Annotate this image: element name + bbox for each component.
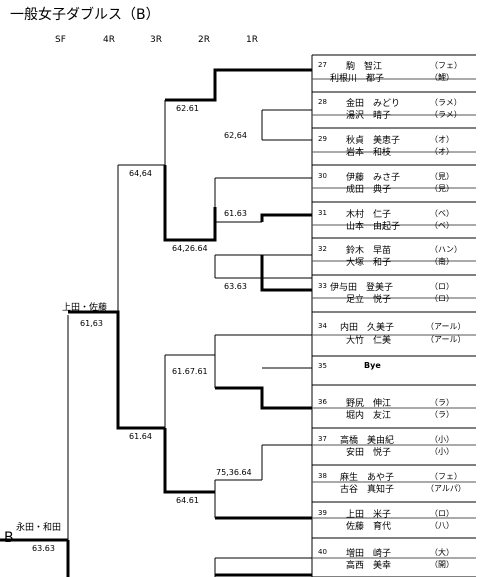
player-name: 山本 由起子 xyxy=(346,222,401,232)
match-score: 61.67.61 xyxy=(172,367,208,376)
entry-number: 37 xyxy=(318,435,327,443)
player-name: 金田 みどり xyxy=(346,99,401,109)
player-name: 上田 米子 xyxy=(346,510,392,520)
entry-number: 32 xyxy=(318,245,327,253)
player-name: 佐藤 育代 xyxy=(346,522,392,532)
player-name: 利根川 都子 xyxy=(330,74,385,84)
player-name: 大塚 和子 xyxy=(346,258,392,268)
club-label: （ロ） xyxy=(430,282,454,291)
player-name: 大竹 仁美 xyxy=(346,336,392,346)
round-header-4r: 4R xyxy=(103,35,115,45)
club-label: （小） xyxy=(430,447,454,456)
club-label: （ロ） xyxy=(430,294,454,303)
club-label: （八） xyxy=(430,521,454,530)
player-name: 増田 崎子 xyxy=(346,549,392,559)
club-label: （ラ） xyxy=(430,398,454,407)
player-name: 内田 久美子 xyxy=(340,323,395,333)
player-name: 麻生 あや子 xyxy=(340,473,395,483)
player-name: 高橋 美由紀 xyxy=(340,436,395,446)
club-label: （ベ） xyxy=(430,209,454,218)
club-label: （見） xyxy=(430,172,454,181)
entry-number: 35 xyxy=(318,362,327,370)
club-label: （大） xyxy=(430,548,454,557)
round-header-1r: 1R xyxy=(246,35,258,45)
match-score: 64,64 xyxy=(129,169,152,178)
round-header-3r: 3R xyxy=(150,35,162,45)
club-label: （見） xyxy=(430,184,454,193)
club-label: （フェ） xyxy=(430,472,462,481)
player-name: 古谷 真知子 xyxy=(340,485,395,495)
player-name: 足立 悦子 xyxy=(346,295,392,305)
entry-number: 28 xyxy=(318,98,327,106)
entry-number: 33 xyxy=(318,282,327,290)
club-label: （小） xyxy=(430,435,454,444)
entry-number: 30 xyxy=(318,172,327,180)
semifinal-winner: 上田・佐藤 xyxy=(62,303,108,313)
player-name: 鈴木 早苗 xyxy=(346,246,392,256)
entry-number: 40 xyxy=(318,548,327,556)
club-label: （開） xyxy=(430,560,454,569)
player-name: 木村 仁子 xyxy=(346,210,392,220)
entry-number: 38 xyxy=(318,472,327,480)
entry-number: 31 xyxy=(318,209,327,217)
block-mark: B xyxy=(4,530,14,546)
club-label: （アール） xyxy=(426,335,466,344)
match-score: 75,36.64 xyxy=(216,468,252,477)
entry-number: 39 xyxy=(318,509,327,517)
club-label: （オ） xyxy=(430,147,454,156)
player-name: 成田 典子 xyxy=(346,185,392,195)
match-score: 61.64 xyxy=(129,432,152,441)
club-label: （ラ） xyxy=(430,410,454,419)
club-label: （鯉） xyxy=(430,73,454,82)
match-score: 62.61 xyxy=(176,104,199,113)
player-name: 伊藤 みさ子 xyxy=(346,173,401,183)
round-header-2r: 2R xyxy=(198,35,210,45)
club-label: （ラメ） xyxy=(430,110,462,119)
match-score: 63.63 xyxy=(224,282,247,291)
player-name: 野尻 伸江 xyxy=(346,399,392,409)
round-header-sf: SF xyxy=(55,35,66,45)
final-winner: 永田・和田 xyxy=(16,523,62,533)
player-name: 伊与田 登美子 xyxy=(330,283,394,293)
entry-number: 36 xyxy=(318,398,327,406)
entry-number: 29 xyxy=(318,135,327,143)
club-label: （ハン） xyxy=(430,245,462,254)
match-score: 63.63 xyxy=(32,544,55,553)
club-label: （フェ） xyxy=(430,61,462,70)
player-name: 高西 美幸 xyxy=(346,561,392,571)
club-label: （オ） xyxy=(430,135,454,144)
player-name: 安田 悦子 xyxy=(346,448,392,458)
club-label: （ラメ） xyxy=(430,98,462,107)
match-score: 62,64 xyxy=(224,131,247,140)
match-score: 61,63 xyxy=(80,319,103,328)
match-score: 61.63 xyxy=(224,209,247,218)
player-name: 堀内 友江 xyxy=(346,411,392,421)
player-name: 岩本 和枝 xyxy=(346,148,392,158)
club-label: （ベ） xyxy=(430,221,454,230)
page-title: 一般女子ダブルス（B） xyxy=(10,7,160,23)
club-label: （アルパ） xyxy=(426,484,466,493)
match-score: 64,26.64 xyxy=(172,244,208,253)
entry-number: 34 xyxy=(318,322,327,330)
club-label: （南） xyxy=(430,257,454,266)
player-name: 秋貞 美恵子 xyxy=(346,136,401,146)
match-score: 64.61 xyxy=(176,496,199,505)
club-label: （ロ） xyxy=(430,509,454,518)
player-name: 駒 智江 xyxy=(346,62,383,72)
player-name: 湯沢 晴子 xyxy=(346,111,392,121)
bye-label: Bye xyxy=(364,361,381,370)
entry-number: 27 xyxy=(318,61,327,69)
club-label: （アール） xyxy=(426,322,466,331)
